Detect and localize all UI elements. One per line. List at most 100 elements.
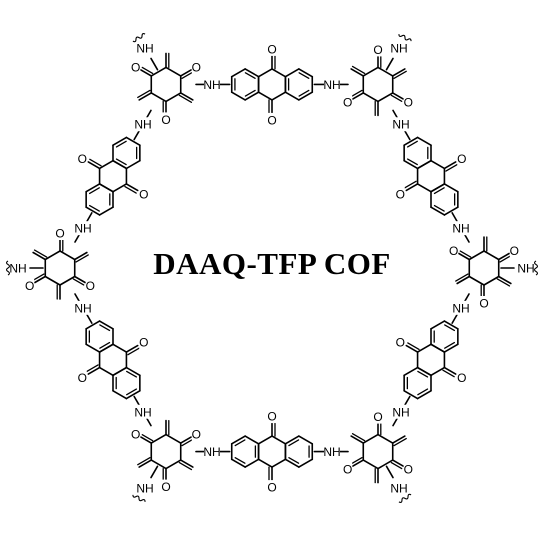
- double-bond: [88, 204, 100, 212]
- anthraquinone-3-ring-bond: [271, 458, 287, 468]
- nh-label: NH: [203, 445, 220, 459]
- tfp-node-1-o: O: [373, 43, 382, 57]
- tfp-node-3-exo: [350, 435, 365, 444]
- anthraquinone-3-ring-bond: [230, 458, 246, 468]
- double-bond: [32, 273, 45, 281]
- double-bond: [445, 163, 458, 172]
- tfp-node-4-o-mask: [191, 427, 201, 442]
- anthraquinone-4-ring-bond: [98, 366, 114, 377]
- double-bond: [89, 158, 102, 167]
- double-bond: [350, 457, 363, 465]
- tfp-node-2-ring-bond: [483, 250, 500, 261]
- anthraquinone-5-o-mask: [77, 151, 87, 166]
- tfp-node-3-o: O: [343, 463, 352, 477]
- tfp-node-5-ring-bond: [59, 275, 76, 286]
- nh-label: NH: [323, 445, 340, 459]
- double-bond: [181, 71, 194, 79]
- tfp-node-2-exo: [497, 275, 512, 285]
- nh-terminal-label: NH: [517, 262, 534, 276]
- double-bond: [393, 437, 407, 447]
- anthraquinone-1-ring-bond: [443, 206, 459, 216]
- tfp-node-1-ring-bond: [362, 92, 379, 103]
- nh-label: NH: [392, 118, 409, 132]
- anthraquinone-1-o: O: [396, 187, 405, 201]
- double-bond: [126, 388, 138, 396]
- tfp-node-1-co: [391, 92, 404, 100]
- nh-label-mask: [135, 404, 151, 419]
- anthraquinone-1-ring-bond: [430, 159, 446, 170]
- tfp-node-5-exo: [73, 251, 88, 261]
- tfp-node-0-co: [140, 69, 153, 77]
- double-bond: [126, 370, 138, 378]
- wavy-bond: [398, 493, 412, 503]
- tfp-node-4-co: [140, 436, 153, 444]
- anthraquinone-2-ring-bond: [430, 343, 446, 353]
- tfp-node-1-o: O: [404, 95, 413, 109]
- anthraquinone-3-ring-bond: [284, 435, 300, 445]
- nh-label-mask: [135, 117, 151, 132]
- tfp-node-5-o: O: [55, 227, 64, 241]
- tfp-node-2-o: O: [510, 244, 519, 258]
- tfp-node-0-o-mask: [191, 59, 201, 74]
- nh-label: NH: [392, 405, 409, 419]
- tfp-node-0-ring-bond: [165, 92, 182, 103]
- anthraquinone-4-ring-bond: [98, 320, 114, 330]
- anthraquinone-1-ring-bond: [403, 159, 419, 170]
- anthraquinone-4-co: [125, 344, 139, 353]
- double-bond: [288, 457, 300, 464]
- nh-label: NH: [134, 405, 151, 419]
- double-bond: [393, 70, 407, 79]
- tfp-node-3-ring-bond: [362, 459, 379, 470]
- anthraquinone-3-o-mask: [267, 480, 277, 495]
- anthraquinone-2-ring-bond: [443, 343, 459, 353]
- tfp-node-2-o-mask: [479, 296, 489, 310]
- nh-terminal-label-mask: [137, 480, 153, 495]
- nh-label-mask: [324, 77, 340, 92]
- anthraquinone-3-o-mask: [267, 409, 277, 424]
- anthraquinone-0-ring-bond: [271, 68, 287, 78]
- tfp-node-1-exo: [350, 68, 365, 77]
- anthraquinone-5-ring-bond: [112, 183, 128, 193]
- tfp-node-3-ring-bond: [377, 459, 394, 470]
- double-bond: [433, 204, 445, 212]
- tfp-node-4-o-mask: [161, 479, 171, 494]
- double-bond: [442, 369, 455, 378]
- nh-terminal-label-mask: [518, 261, 534, 275]
- tfp-node-5-co: [73, 275, 86, 284]
- double-bond: [181, 438, 194, 447]
- double-bond: [496, 278, 511, 287]
- tfp-node-4-o-mask: [131, 427, 141, 442]
- tfp-node-1-o: O: [343, 95, 352, 109]
- tfp-node-1-ring-bond: [377, 66, 394, 77]
- anthraquinone-3-o: O: [267, 481, 276, 495]
- tfp-node-5-o-mask: [85, 278, 95, 293]
- anthraquinone-5-co: [87, 161, 101, 170]
- anthraquinone-1-co: [443, 161, 457, 170]
- anthraquinone-2-ring-bond: [443, 320, 459, 330]
- tfp-node-2-exo: [456, 275, 471, 285]
- tfp-node-5-ring-bond: [59, 250, 76, 261]
- double-bond: [390, 461, 403, 470]
- tfp-node-4-ring-bond: [165, 433, 182, 444]
- anthraquinone-4-ring-bond: [85, 343, 101, 353]
- double-bond: [86, 364, 99, 373]
- tfp-node-5-co: [34, 275, 47, 284]
- nh-terminal-label-mask: [391, 41, 407, 56]
- anthraquinone-4-ring-bond: [125, 389, 141, 400]
- double-bond: [444, 324, 456, 332]
- tfp-node-4-o: O: [131, 428, 140, 442]
- tfp-node-2-o: O: [479, 297, 488, 311]
- nh-label: NH: [452, 222, 469, 236]
- tfp-node-3-o-mask: [373, 409, 383, 424]
- double-bond: [234, 439, 246, 447]
- nh-label: NH: [323, 78, 340, 92]
- tfp-node-0-o: O: [192, 60, 201, 74]
- anthraquinone-5-ring-bond: [125, 136, 141, 147]
- anthraquinone-0-ring-bond: [284, 68, 300, 78]
- anthraquinone-2-ring-bond: [403, 366, 419, 377]
- anthraquinone-0-ring-bond: [298, 68, 314, 78]
- anthraquinone-1-o: O: [457, 152, 466, 166]
- anthraquinone-0-ring-bond: [298, 91, 314, 101]
- wavy-bond: [398, 34, 412, 42]
